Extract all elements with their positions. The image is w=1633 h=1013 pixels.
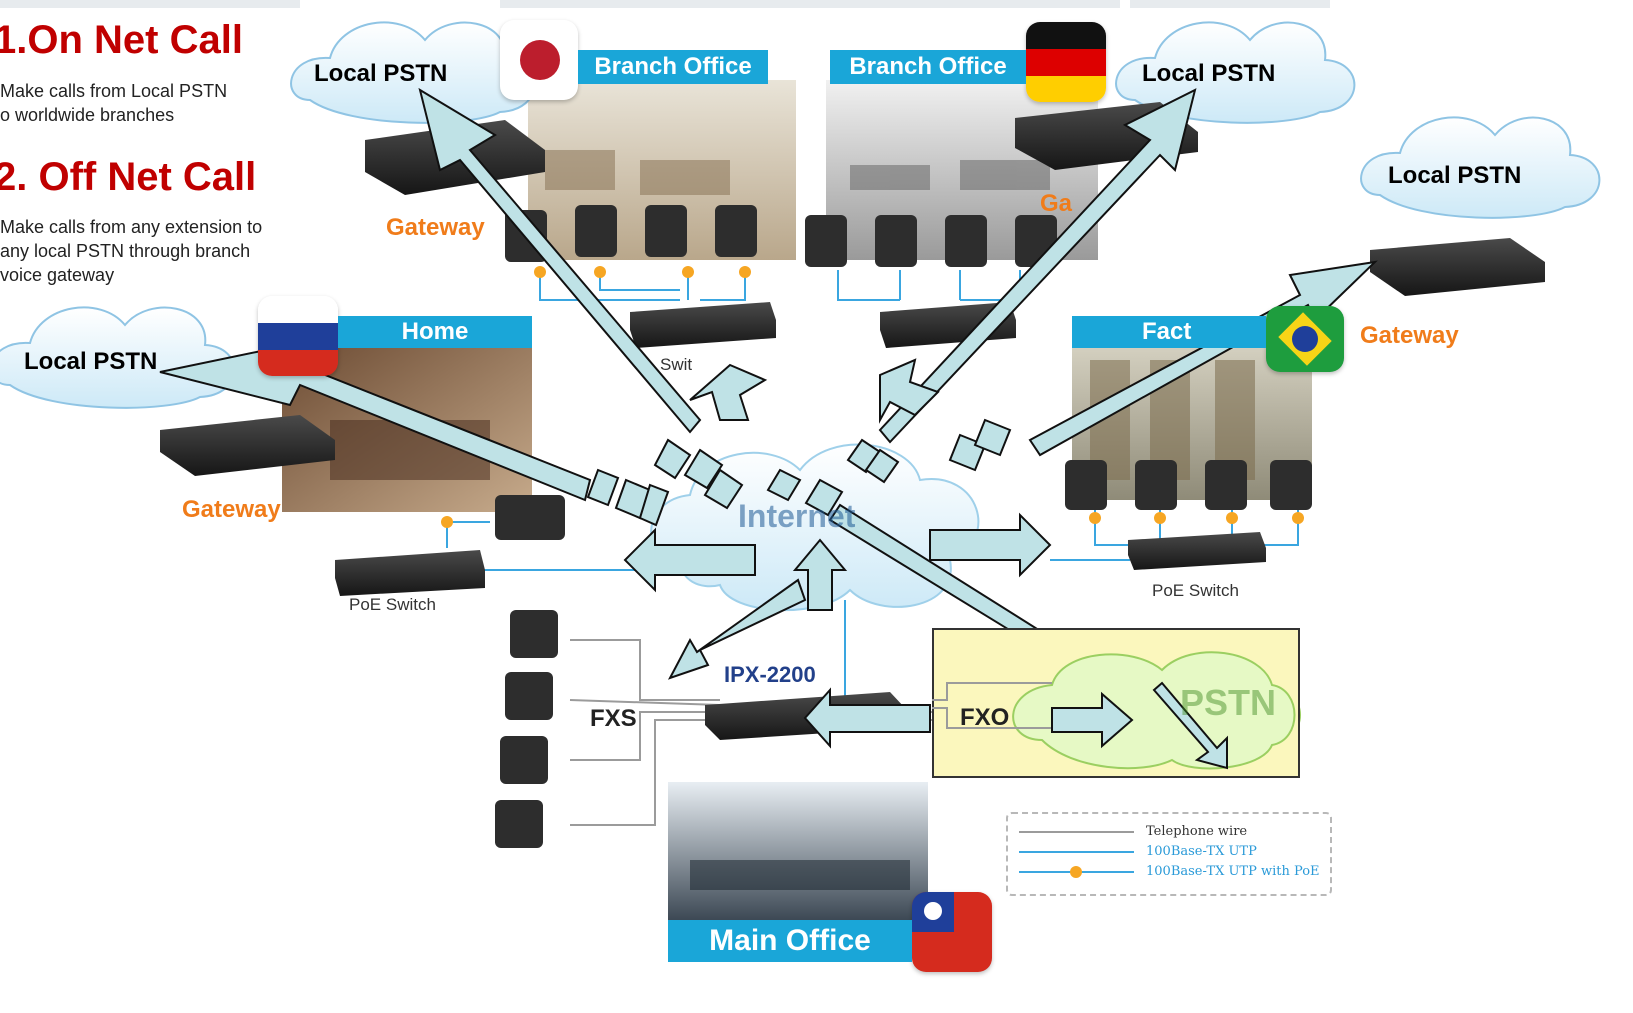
off-net-desc-line-2: any local PSTN through branch [0, 241, 251, 261]
off-net-call-title: 2. Off Net Call [0, 155, 257, 199]
legend [1006, 812, 1332, 896]
top-strip-right [1130, 0, 1330, 8]
off-net-desc-line-1: Make calls from any extension to [0, 217, 263, 237]
legend-swatches [1019, 831, 1134, 878]
branch-office-germany-banner: Branch Office [830, 50, 1026, 84]
on-net-desc-line-2: o worldwide branches [0, 105, 175, 125]
pstn-box-graphics [932, 651, 1296, 770]
local-pstn-label-brazil: Local PSTN [1388, 162, 1522, 189]
home-banner: Home [338, 316, 532, 348]
off-net-desc-line-3: voice gateway [0, 265, 115, 285]
local-pstn-cloud-2 [1115, 21, 1356, 124]
japan-flag-icon [500, 20, 578, 100]
main-office-photo [668, 782, 928, 922]
russia-flag-icon [258, 296, 338, 376]
local-pstn-label-russia: Local PSTN [24, 348, 158, 375]
legend-telephone-wire: Telephone wire [1146, 824, 1248, 839]
on-net-desc-line-1: Make calls from Local PSTN [0, 81, 228, 101]
germany-flag-icon [1026, 22, 1106, 102]
local-pstn-cloud-4 [0, 306, 236, 409]
on-net-call-title: 1.On Net Call [0, 18, 243, 62]
taiwan-flag-icon [912, 892, 992, 972]
top-strip-left [0, 0, 300, 8]
poe-switch-label-home: PoE Switch [349, 595, 436, 614]
internet-cloud-label: Internet [738, 498, 856, 534]
fxs-label: FXS [590, 705, 637, 732]
gateway-label-russia: Gateway [182, 496, 281, 523]
local-pstn-label-japan: Local PSTN [314, 60, 448, 87]
brazil-flag-icon [1266, 306, 1344, 372]
legend-utp-poe: 100Base-TX UTP with PoE [1146, 864, 1320, 879]
gateway-label-brazil: Gateway [1360, 322, 1459, 349]
fxo-label: FXO [960, 704, 1010, 731]
pstn-cloud-label: PSTN [1180, 682, 1277, 723]
gateway-label-germany: Ga [1040, 190, 1073, 217]
main-office-banner: Main Office [668, 920, 912, 962]
poe-switch-label-factory: PoE Switch [1152, 581, 1239, 600]
factory-banner: Fact [1072, 316, 1266, 348]
top-strip-middle [500, 0, 1120, 8]
switch-label-japan: Swit [660, 355, 693, 374]
local-pstn-label-germany: Local PSTN [1142, 60, 1276, 87]
branch-office-japan-banner: Branch Office [578, 50, 768, 84]
legend-utp: 100Base-TX UTP [1146, 844, 1257, 859]
ipx-model-label: IPX-2200 [724, 662, 816, 687]
gateway-label-japan: Gateway [386, 214, 485, 241]
local-pstn-cloud-3 [1360, 116, 1601, 219]
